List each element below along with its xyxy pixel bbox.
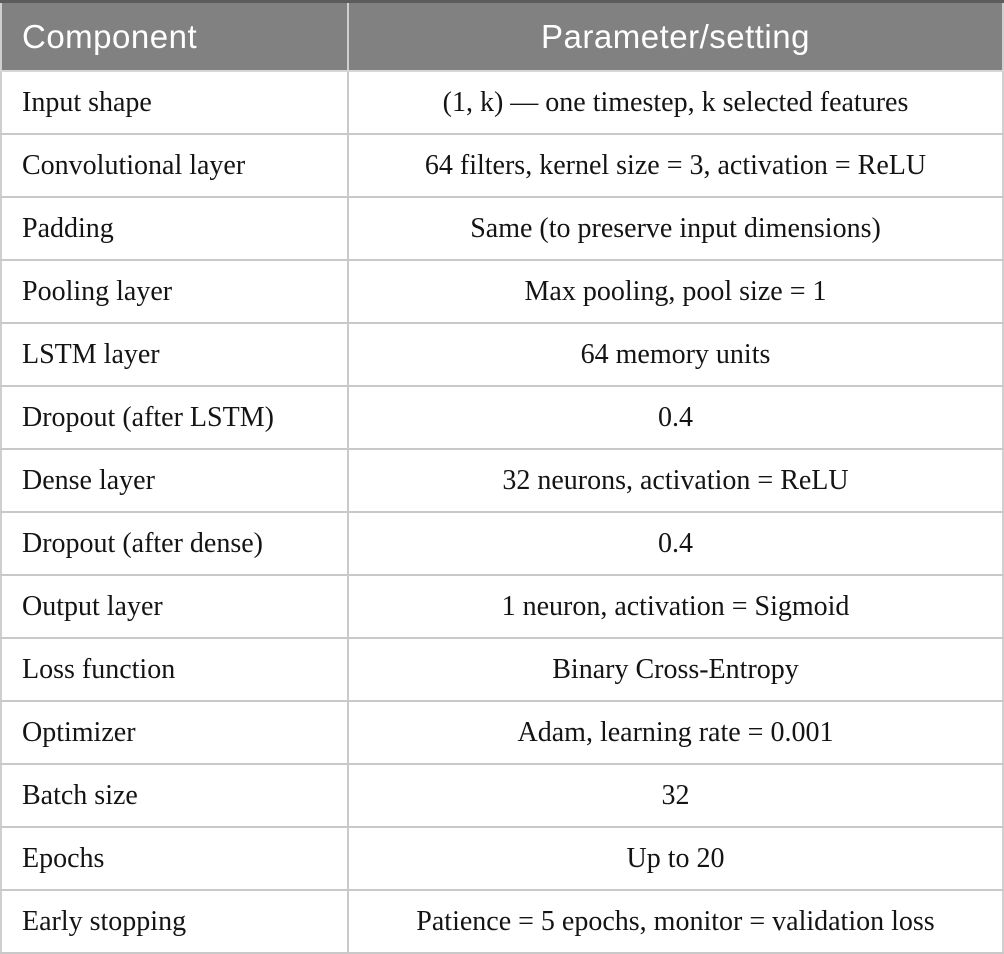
table-row: Output layer 1 neuron, activation = Sigm… — [1, 575, 1003, 639]
setting-cell: (1, k) — one timestep, k selected featur… — [348, 71, 1003, 135]
header-row: Component Parameter/setting — [1, 0, 1003, 72]
component-cell: Batch size — [1, 764, 349, 828]
table-row: Dropout (after dense) 0.4 — [1, 512, 1003, 576]
table-row: Dense layer 32 neurons, activation = ReL… — [1, 449, 1003, 513]
component-cell: Dropout (after dense) — [1, 512, 349, 576]
table-body: Input shape (1, k) — one timestep, k sel… — [1, 71, 1003, 954]
column-header-parameter-setting: Parameter/setting — [348, 0, 1003, 72]
component-cell: Loss function — [1, 638, 349, 702]
table-row: Batch size 32 — [1, 764, 1003, 828]
setting-cell: Max pooling, pool size = 1 — [348, 260, 1003, 324]
setting-cell: 32 — [348, 764, 1003, 828]
setting-cell: Up to 20 — [348, 827, 1003, 891]
component-cell: LSTM layer — [1, 323, 349, 387]
component-cell: Early stopping — [1, 890, 349, 954]
setting-cell: 0.4 — [348, 386, 1003, 450]
table-row: Convolutional layer 64 filters, kernel s… — [1, 134, 1003, 198]
setting-cell: 1 neuron, activation = Sigmoid — [348, 575, 1003, 639]
component-cell: Dense layer — [1, 449, 349, 513]
setting-cell: 0.4 — [348, 512, 1003, 576]
component-cell: Pooling layer — [1, 260, 349, 324]
setting-cell: Adam, learning rate = 0.001 — [348, 701, 1003, 765]
setting-cell: Binary Cross-Entropy — [348, 638, 1003, 702]
component-cell: Dropout (after LSTM) — [1, 386, 349, 450]
table-row: Padding Same (to preserve input dimensio… — [1, 197, 1003, 261]
setting-cell: 64 memory units — [348, 323, 1003, 387]
component-cell: Optimizer — [1, 701, 349, 765]
table-row: Input shape (1, k) — one timestep, k sel… — [1, 71, 1003, 135]
column-header-component: Component — [1, 0, 349, 72]
component-cell: Output layer — [1, 575, 349, 639]
table-row: Epochs Up to 20 — [1, 827, 1003, 891]
component-cell: Input shape — [1, 71, 349, 135]
setting-cell: 64 filters, kernel size = 3, activation … — [348, 134, 1003, 198]
table-row: Loss function Binary Cross-Entropy — [1, 638, 1003, 702]
setting-cell: 32 neurons, activation = ReLU — [348, 449, 1003, 513]
table-row: Pooling layer Max pooling, pool size = 1 — [1, 260, 1003, 324]
component-cell: Padding — [1, 197, 349, 261]
component-cell: Convolutional layer — [1, 134, 349, 198]
component-cell: Epochs — [1, 827, 349, 891]
table-row: LSTM layer 64 memory units — [1, 323, 1003, 387]
table-row: Early stopping Patience = 5 epochs, moni… — [1, 890, 1003, 954]
setting-cell: Patience = 5 epochs, monitor = validatio… — [348, 890, 1003, 954]
table-header: Component Parameter/setting — [1, 0, 1003, 72]
setting-cell: Same (to preserve input dimensions) — [348, 197, 1003, 261]
table-row: Optimizer Adam, learning rate = 0.001 — [1, 701, 1003, 765]
table-row: Dropout (after LSTM) 0.4 — [1, 386, 1003, 450]
